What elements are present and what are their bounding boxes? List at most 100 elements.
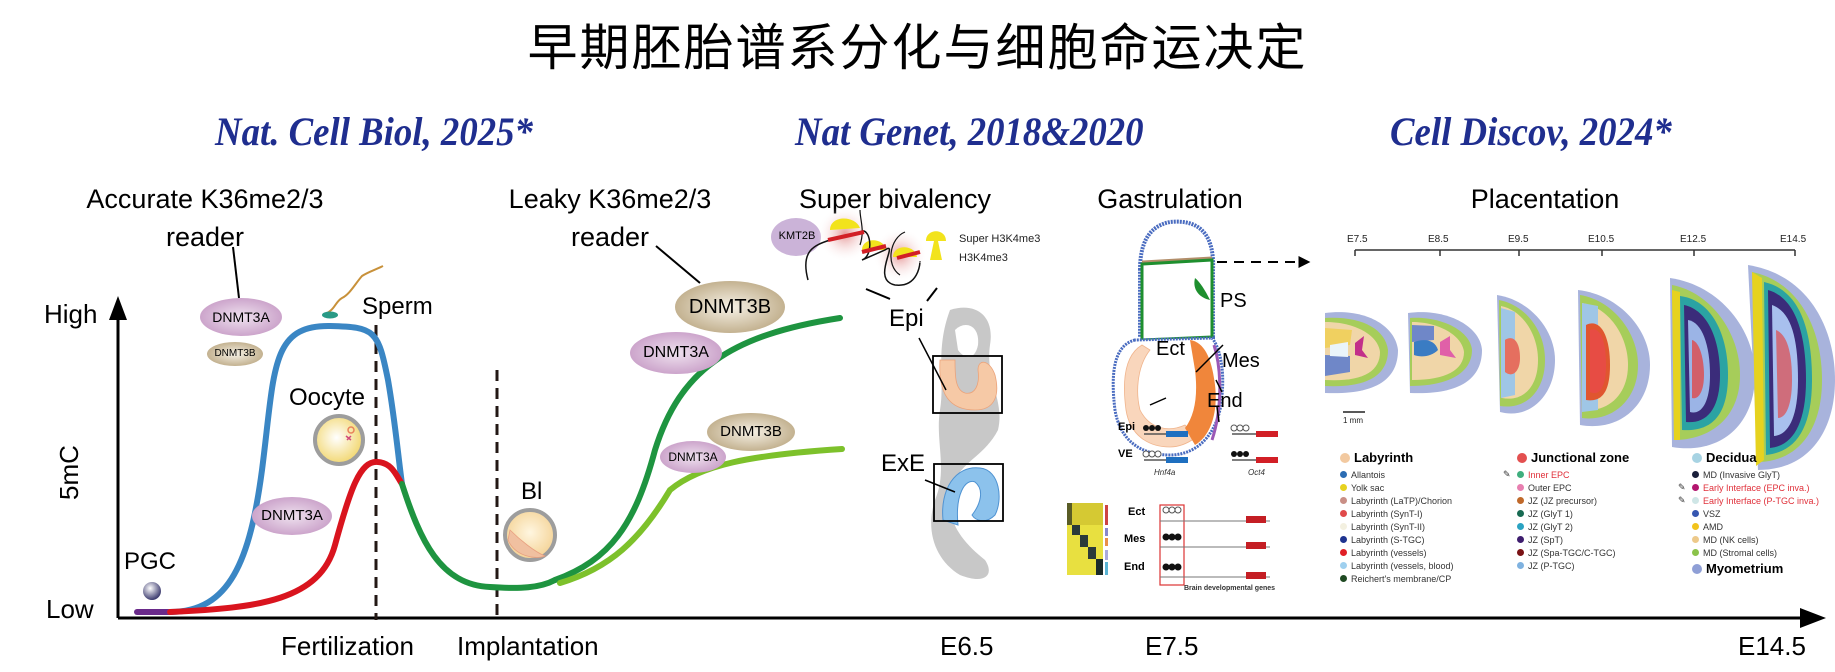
kmt2b-label: KMT2B [778,230,816,242]
placenta-section-e145 [1748,265,1835,470]
legend-color-dot [1340,536,1347,543]
legend-item-label: Reichert's membrane/CP [1351,573,1452,584]
legend-color-dot [1517,497,1524,504]
legend-item-label: Early Interface (P-TGC inva.) [1703,495,1820,506]
labyrinth-legend-item: Reichert's membrane/CP [1340,572,1454,585]
labyrinth-legend-item: Labyrinth (SynT-I) [1340,507,1454,520]
x-axis-arrow-icon [1800,608,1826,628]
legend-color-dot [1692,471,1699,478]
legend-myometrium-heading: Myometrium [1692,561,1819,576]
decidua-legend-item: ✎ Early Interface (P-TGC inva.) [1678,494,1820,507]
accurate-reader-line2: reader [165,222,245,252]
junctional-legend-item: ✎Inner EPC [1503,468,1629,481]
legend-color-dot [1340,575,1347,582]
sperm-label: Sperm [362,293,433,320]
ps-label: PS [1220,290,1247,312]
super-h3k4me3-legend: Super H3K4me3 [959,233,1041,245]
mes-label: Mes [1222,350,1260,372]
legend-item-label: VSZ [1703,508,1721,519]
decidua-legend-item: MD (NK cells) [1692,533,1819,546]
legend-item-label: JZ (GlyT 1) [1528,508,1573,519]
pencil-icon: ✎ [1678,495,1686,505]
end-label: End [1207,390,1243,412]
red-methylation-curve [167,458,405,615]
legend-color-dot [1692,549,1699,556]
legend-junctional-heading: Junctional zone [1517,450,1629,465]
accurate-reader-line1: Accurate K36me2/3 [86,184,324,214]
gene-hnf4a-label: Hnf4a [1154,468,1176,477]
junctional-legend-item: JZ (GlyT 1) [1517,507,1629,520]
y-axis-high-label: High [44,299,98,329]
legend-item-label: Early Interface (EPC inva.) [1703,482,1810,493]
gene-panel-epi-label: Epi [1118,421,1136,433]
dnmt3a-bubble-leaky [630,332,722,374]
scale-bar-label: 1 mm [1343,416,1363,425]
placenta-tp-e125: E12.5 [1680,234,1707,245]
labyrinth-legend-item: Labyrinth (vessels, blood) [1340,559,1454,572]
epi-tissue-icon [939,359,998,411]
sperm-icon [324,265,384,315]
legend-item-label: Outer EPC [1528,482,1572,493]
exe-label: ExE [881,450,926,477]
labyrinth-legend-item: Labyrinth (S-TGC) [1340,533,1454,546]
light-green-extraembryonic-curve [557,446,845,586]
legend-color-dot [1517,549,1524,556]
legend-item-label: JZ (P-TGC) [1528,560,1575,571]
decidua-legend-item: MD (Invasive GlyT) [1692,468,1819,481]
legend-color-dot [1517,471,1524,478]
epi-label: Epi [889,305,924,332]
dnmt3a-label-accurate: DNMT3A [212,309,270,325]
pencil-icon: ✎ [1503,469,1511,479]
x-tick-e65: E6.5 [940,631,994,661]
legend-item-label: JZ (GlyT 2) [1528,521,1573,532]
labyrinth-legend-item: Labyrinth (SynT-II) [1340,520,1454,533]
decidua-legend-item: AMD [1692,520,1819,533]
legend-item-label: MD (NK cells) [1703,534,1759,545]
brain-panel-end-label: End [1124,561,1145,573]
oocyte-icon [313,414,365,466]
leaky-reader-pointer [655,245,701,284]
page-title: 早期胚胎谱系分化与细胞命运决定 [527,19,1308,77]
brain-genes-panel [1159,504,1270,586]
dnmt3b-bubble-accurate-small [207,342,263,366]
legend-color-dot [1692,536,1699,543]
legend-color-dot [1517,510,1524,517]
labyrinth-legend-item: Labyrinth (vessels) [1340,546,1454,559]
blastocyst-label: Bl [521,478,543,505]
x-tick-e145: E14.5 [1738,631,1806,661]
legend-item-label: Allantois [1351,469,1386,480]
legend-color-dot [1340,549,1347,556]
h3k4me3-legend: H3K4me3 [959,252,1008,264]
legend-item-label: Labyrinth (SynT-II) [1351,521,1426,532]
journal-label-natgenet: Nat Genet, 2018&2020 [795,109,1144,154]
legend-color-dot [1340,510,1347,517]
junctional-legend-item: Outer EPC [1517,481,1629,494]
gene-oct4-label: Oct4 [1248,468,1265,477]
junctional-legend-item: JZ (JZ precursor) [1517,494,1629,507]
dnmt3a-bubble-exe [660,441,726,473]
decidua-legend-item: ✎Early Interface (EPC inva.) [1678,481,1819,494]
brain-genes-caption: Brain developmental genes [1184,585,1276,592]
labyrinth-color-swatch [1340,452,1350,463]
placenta-section-e125 [1670,278,1755,449]
dnmt3b-label-accurate: DNMT3B [214,348,256,359]
dnmt3b-label-exe: DNMT3B [720,423,782,440]
legend-item-label: Labyrinth (LaTP)/Chorion [1351,495,1453,506]
placenta-section-e85 [1408,312,1482,394]
legend-color-dot [1340,471,1347,478]
y-axis-arrow-icon [109,296,127,320]
legend-color-dot [1340,497,1347,504]
legend-color-dot [1517,562,1524,569]
journal-label-ncb: Nat. Cell Biol, 2025* [215,109,533,154]
green-post-fertilization-curve [399,481,558,591]
placenta-tp-e105: E10.5 [1588,234,1615,245]
legend-color-dot [1340,484,1347,491]
ect-label: Ect [1156,338,1185,360]
kmt2b-bubble [771,218,821,256]
dnmt3b-bubble-leaky [675,281,785,333]
placenta-tp-e95: E9.5 [1508,234,1529,245]
legend-color-dot [1692,484,1699,491]
